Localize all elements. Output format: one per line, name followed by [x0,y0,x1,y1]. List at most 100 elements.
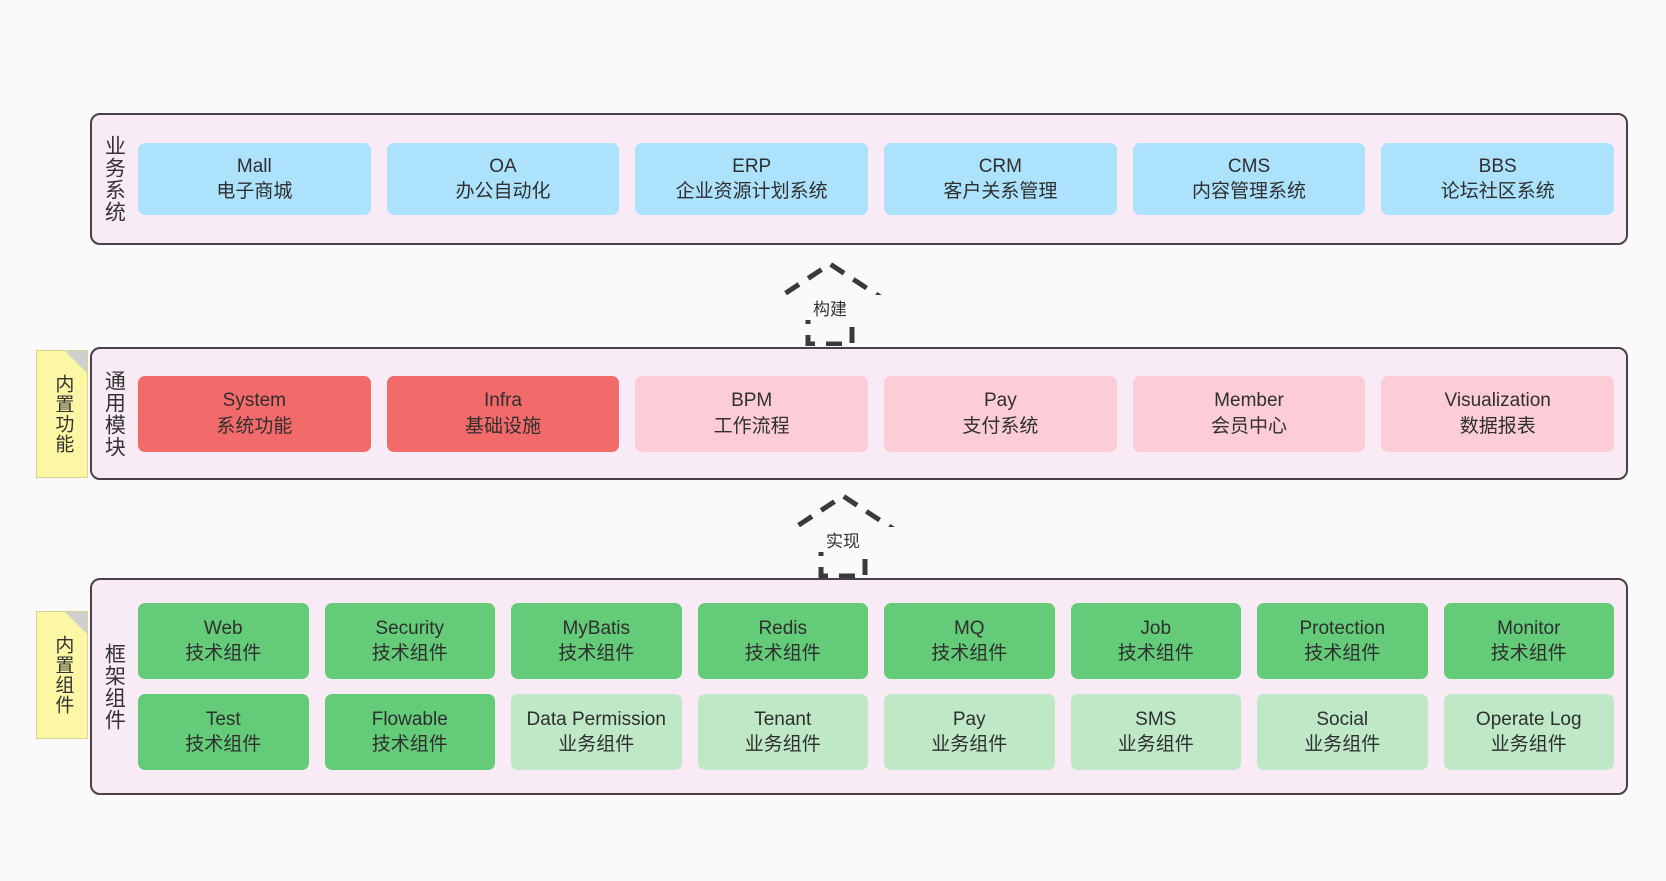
note-label: 内置功能 [52,374,74,454]
component-box-job[interactable]: Job 技术组件 [1070,603,1241,679]
component-subtitle: 业务组件 [744,734,821,755]
component-name: Social [1316,708,1369,730]
module-name: OA [489,155,517,177]
component-box-pay[interactable]: Pay 业务组件 [884,694,1055,770]
layer-title-frame: 框架组件 [102,642,126,731]
module-subtitle: 支付系统 [962,415,1039,437]
module-box-bbs[interactable]: BBS 论坛社区系统 [1381,143,1615,215]
module-name: ERP [732,155,772,177]
layer-body-frame: Web 技术组件 Security 技术组件 MyBatis 技术组件 Redi… [134,580,1626,793]
layer-title-business: 业务系统 [102,135,126,223]
component-box-web[interactable]: Web 技术组件 [138,603,309,679]
module-subtitle: 办公自动化 [455,181,551,202]
component-box-security[interactable]: Security 技术组件 [324,603,495,679]
box-row: Web 技术组件 Security 技术组件 MyBatis 技术组件 Redi… [138,603,1614,679]
component-box-operate-log[interactable]: Operate Log 业务组件 [1443,694,1614,770]
connector-implement: 实现 [768,490,918,578]
module-name: Infra [483,390,523,412]
component-name: Pay [952,708,986,730]
layer-body-business: Mall 电子商城 OA 办公自动化 ERP 企业资源计划系统 CRM 客户关系… [134,115,1626,243]
note-label: 内置组件 [52,635,74,715]
note-builtin-components: 内置组件 [36,611,88,739]
component-box-protection[interactable]: Protection 技术组件 [1257,603,1428,679]
module-box-infra[interactable]: Infra 基础设施 [386,375,620,452]
module-box-mall[interactable]: Mall 电子商城 [138,143,371,215]
module-subtitle: 基础设施 [465,415,542,437]
component-name: Operate Log [1475,708,1582,730]
component-name: Data Permission [526,708,666,730]
page-fold-icon [65,351,87,373]
component-name: MyBatis [562,617,631,639]
component-subtitle: 业务组件 [558,734,635,755]
component-name: Tenant [754,708,812,730]
component-subtitle: 技术组件 [558,643,635,664]
box-row: Test 技术组件 Flowable 技术组件 Data Permission … [138,694,1614,770]
module-name: Visualization [1444,390,1551,412]
layer-framework-components: 框架组件 Web 技术组件 Security 技术组件 MyBatis 技术组件… [90,578,1628,795]
connector-label-build: 构建 [755,295,905,320]
module-name: CRM [978,155,1022,177]
module-subtitle: 客户关系管理 [943,181,1058,202]
component-subtitle: 技术组件 [185,734,262,755]
layer-title-common: 通用模块 [102,369,126,458]
module-box-pay[interactable]: Pay 支付系统 [884,375,1117,452]
module-name: Mall [236,155,272,177]
layer-common-modules: 通用模块 System 系统功能 Infra 基础设施 BPM 工作流程 Pay… [90,347,1628,480]
component-name: Flowable [371,708,448,730]
module-box-cms[interactable]: CMS 内容管理系统 [1132,143,1366,215]
component-subtitle: 业务组件 [1117,734,1194,755]
connector-build: 构建 [755,258,905,346]
module-box-visualization[interactable]: Visualization 数据报表 [1381,375,1615,452]
module-box-system[interactable]: System 系统功能 [138,375,371,452]
component-name: Web [203,617,243,639]
box-row: System 系统功能 Infra 基础设施 BPM 工作流程 Pay 支付系统… [138,375,1615,452]
component-subtitle: 技术组件 [1490,643,1567,664]
component-name: Job [1140,617,1172,639]
module-name: BPM [731,390,773,412]
module-name: System [222,390,287,412]
component-name: Security [375,617,445,639]
module-box-oa[interactable]: OA 办公自动化 [386,143,620,215]
layer-business-systems: 业务系统 Mall 电子商城 OA 办公自动化 ERP 企业资源计划系统 CRM… [90,113,1628,245]
component-box-mq[interactable]: MQ 技术组件 [884,603,1055,679]
component-name: Monitor [1497,617,1561,639]
module-box-crm[interactable]: CRM 客户关系管理 [884,143,1117,215]
module-box-member[interactable]: Member 会员中心 [1132,375,1366,452]
module-subtitle: 系统功能 [216,415,293,437]
module-subtitle: 论坛社区系统 [1440,181,1555,202]
module-subtitle: 内容管理系统 [1192,181,1307,202]
module-box-bpm[interactable]: BPM 工作流程 [635,375,869,452]
component-subtitle: 业务组件 [931,734,1008,755]
component-subtitle: 技术组件 [185,643,262,664]
module-subtitle: 企业资源计划系统 [675,181,828,202]
component-box-tenant[interactable]: Tenant 业务组件 [697,694,868,770]
module-name: BBS [1478,155,1517,177]
component-box-flowable[interactable]: Flowable 技术组件 [324,694,495,770]
component-name: Test [205,708,241,730]
module-subtitle: 工作流程 [713,415,790,437]
connector-label-implement: 实现 [768,527,918,552]
box-row: Mall 电子商城 OA 办公自动化 ERP 企业资源计划系统 CRM 客户关系… [138,143,1615,215]
component-subtitle: 业务组件 [1304,734,1381,755]
component-subtitle: 技术组件 [744,643,821,664]
component-box-test[interactable]: Test 技术组件 [138,694,309,770]
component-box-data-permission[interactable]: Data Permission 业务组件 [511,694,682,770]
module-box-erp[interactable]: ERP 企业资源计划系统 [635,143,869,215]
component-box-social[interactable]: Social 业务组件 [1257,694,1428,770]
component-box-monitor[interactable]: Monitor 技术组件 [1443,603,1614,679]
module-name: CMS [1227,155,1271,177]
component-box-sms[interactable]: SMS 业务组件 [1070,694,1241,770]
component-box-redis[interactable]: Redis 技术组件 [697,603,868,679]
component-subtitle: 技术组件 [371,643,448,664]
component-subtitle: 业务组件 [1490,734,1567,755]
module-name: Member [1214,390,1284,412]
component-subtitle: 技术组件 [1117,643,1194,664]
component-box-mybatis[interactable]: MyBatis 技术组件 [511,603,682,679]
component-subtitle: 技术组件 [1304,643,1381,664]
module-subtitle: 会员中心 [1211,415,1288,437]
component-name: SMS [1135,708,1177,730]
component-name: MQ [953,617,985,639]
component-subtitle: 技术组件 [931,643,1008,664]
module-name: Pay [983,390,1017,412]
